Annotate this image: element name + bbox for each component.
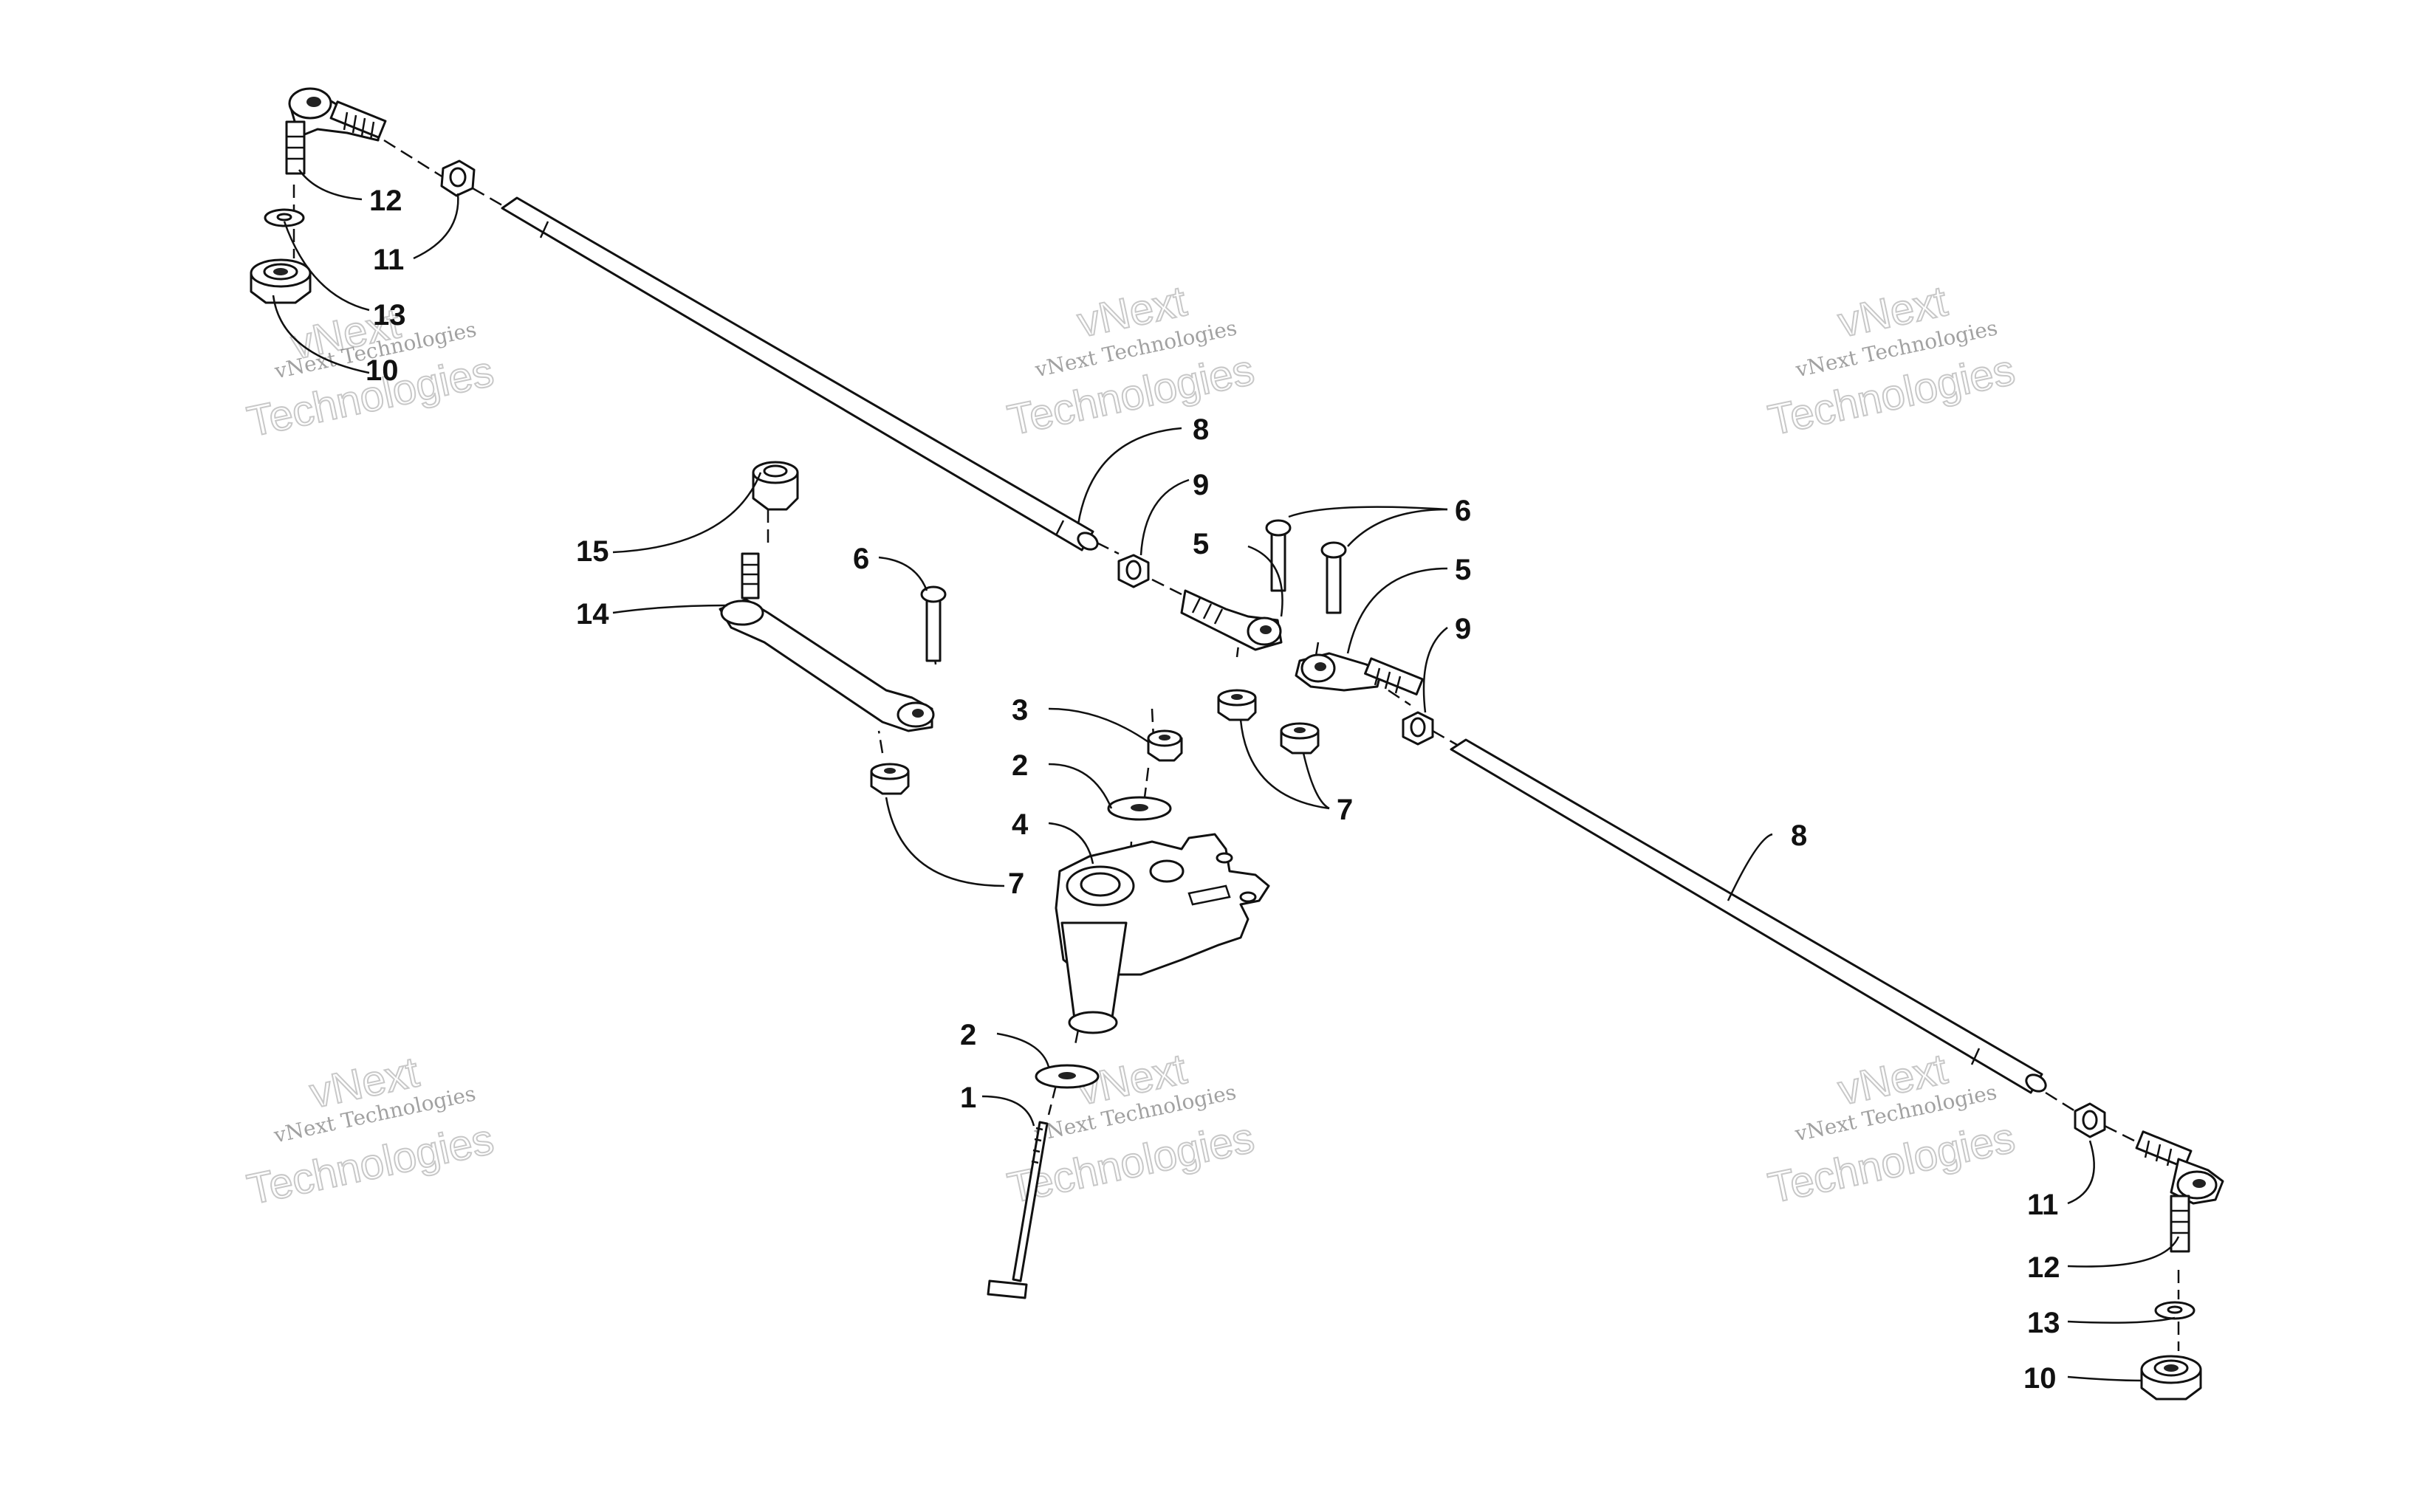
callout-9-upper: 9 [1193,469,1209,501]
watermark-top-right: vNext vNext Technologies Technologies [1763,276,2020,445]
callout-8-upper: 8 [1193,413,1209,446]
callout-11-lower: 11 [2027,1189,2058,1221]
callout-4: 4 [1012,808,1029,841]
callout-14: 14 [576,598,609,630]
washer-bottom [1035,1064,1100,1089]
tie-rod-end-lower-right [2135,1130,2224,1253]
jam-nut-center-right [1402,711,1434,746]
callout-2-upper: 2 [1012,749,1028,782]
tie-rod-upper [501,196,1099,551]
callout-6-left: 6 [853,543,869,575]
callout-3: 3 [1012,694,1028,726]
bolt-center-left [1265,519,1292,592]
callout-6-right: 6 [1455,495,1471,527]
washer-lower-right [2154,1301,2196,1320]
callout-5-left: 5 [1193,528,1209,560]
pitman-bracket [1055,833,1270,1034]
callout-11-upper: 11 [373,244,404,276]
callout-7-center: 7 [1337,794,1353,826]
jam-nut-center-left [1117,554,1150,588]
callout-13-lower: 13 [2027,1307,2060,1339]
jam-nut-lower-right [2074,1102,2106,1138]
callout-15: 15 [576,535,609,568]
tie-rod-end-upper-left [285,87,387,175]
watermark-bottom-center: vNext vNext Technologies Technologies [1003,1044,1259,1213]
lock-nut-upper-left [250,258,312,304]
tie-rod-end-center-right [1295,652,1424,695]
drag-link-stud [741,552,760,599]
flange-nut-left [870,763,910,795]
callout-13-upper: 13 [373,299,406,331]
callout-1: 1 [960,1082,976,1114]
bolt-center-right [1320,541,1347,614]
leader-lines [272,169,2180,1382]
bolt-left [920,585,947,662]
callout-10-lower: 10 [2023,1362,2057,1395]
jam-nut-upper-left [440,159,476,197]
drag-link [719,598,935,732]
callout-12-upper: 12 [369,185,402,217]
watermark-top-center: vNext vNext Technologies Technologies [1003,276,1259,445]
flange-nut-center-left [1217,689,1257,721]
flange-nut-center-right [1280,722,1320,755]
long-bolt [987,1121,1049,1299]
callout-7-left: 7 [1008,867,1024,900]
callout-2-lower: 2 [960,1019,976,1051]
callout-8-lower: 8 [1791,819,1807,852]
callout-5-right: 5 [1455,554,1471,586]
callout-labels: 12 11 13 10 8 9 6 5 5 9 7 8 11 12 13 10 … [366,185,2060,1395]
callout-9-right: 9 [1455,613,1471,645]
threaded-stud [329,100,387,140]
callout-10-upper: 10 [366,354,399,387]
lock-nut-lower-right [2140,1355,2202,1401]
tie-rod-lower [1450,738,2047,1094]
washer-top [1107,796,1172,821]
watermark-bottom-left: vNext vNext Technologies Technologies [242,1047,498,1214]
tie-rod-end-center-left [1180,589,1283,651]
callout-12-lower: 12 [2027,1251,2060,1284]
lock-cap-nut [752,461,799,511]
watermark-top-left: vNext vNext Technologies Technologies [242,298,498,447]
washer-upper-left [264,208,305,227]
nut-top [1147,729,1183,762]
